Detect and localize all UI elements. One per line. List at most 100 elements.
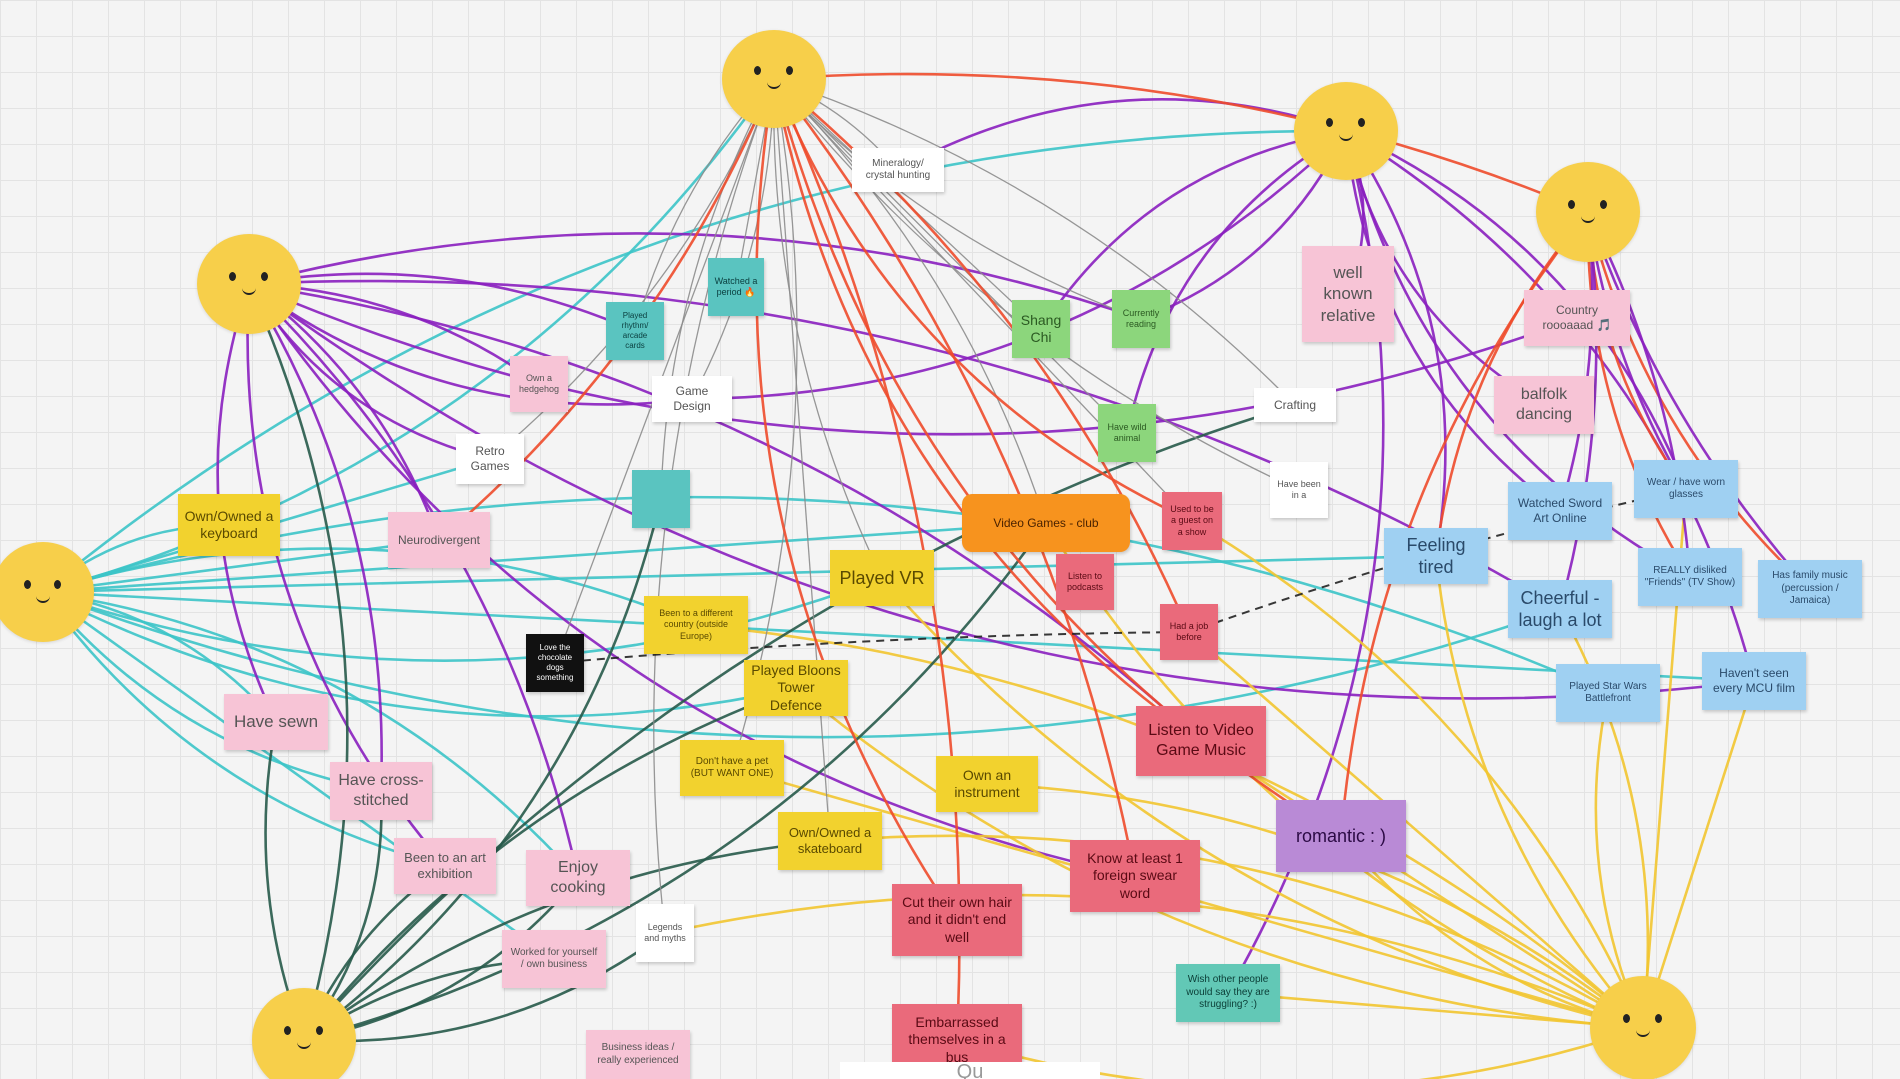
note-retro-games[interactable]: Retro Games (456, 434, 524, 484)
note-watched-sword-art[interactable]: Watched Sword Art Online (1508, 482, 1612, 540)
connector-line (773, 78, 1300, 491)
note-dont-have-pet[interactable]: Don't have a pet (BUT WANT ONE) (680, 740, 784, 796)
note-enjoy-cooking[interactable]: Enjoy cooking (526, 850, 630, 906)
note-swear-word[interactable]: Know at least 1 foreign swear word (1070, 840, 1200, 912)
eye-icon (24, 580, 31, 589)
note-listen-vgm[interactable]: Listen to Video Game Music (1136, 706, 1266, 776)
note-played-rhythm[interactable]: Played rhythm/ arcade cards (606, 302, 664, 360)
connector-line (773, 78, 1128, 434)
face-bottom-left[interactable] (252, 988, 356, 1079)
note-balfolk[interactable]: balfolk dancing (1494, 376, 1594, 434)
note-feeling-tired[interactable]: Feeling tired (1384, 528, 1488, 584)
smile-icon (36, 594, 50, 603)
face-upper-left[interactable] (197, 234, 301, 334)
connector-line (42, 547, 697, 627)
note-friends[interactable]: REALLY disliked "Friends" (TV Show) (1638, 548, 1742, 606)
note-romantic[interactable]: romantic : ) (1276, 800, 1406, 872)
face-left[interactable] (0, 542, 94, 642)
note-played-vr[interactable]: Played VR (830, 550, 934, 606)
note-country-roooaaad[interactable]: Country roooaaad 🎵 (1524, 290, 1630, 346)
note-cheerful[interactable]: Cheerful - laugh a lot (1508, 580, 1612, 638)
eye-icon (754, 66, 761, 75)
note-game-design[interactable]: Game Design (652, 376, 732, 422)
note-own-skateboard[interactable]: Own/Owned a skateboard (778, 812, 882, 870)
eye-icon (1358, 118, 1365, 127)
connector-line (42, 554, 1437, 594)
eye-icon (1600, 200, 1607, 209)
connector-line (247, 283, 349, 1041)
face-far-right[interactable] (1536, 162, 1640, 262)
eye-icon (786, 66, 793, 75)
note-been-to-country[interactable]: Been to a different country (outside Eur… (644, 596, 748, 654)
note-used-to-tv-show[interactable]: Used to be a guest on a show (1162, 492, 1222, 550)
note-played-star-wars[interactable]: Played Star Wars Battlefront (1556, 664, 1660, 722)
note-own-instrument[interactable]: Own an instrument (936, 756, 1038, 812)
connector-line (42, 590, 555, 961)
connector-line (773, 78, 1042, 330)
connector-line (1227, 991, 1644, 1030)
connector-line (248, 272, 636, 333)
note-had-a-job-before[interactable]: Had a job before (1160, 604, 1218, 660)
note-neurodivergent[interactable]: Neurodivergent (388, 512, 490, 568)
connector-line (773, 78, 1142, 320)
note-been-to-art-exhibition[interactable]: Been to an art exhibition (394, 838, 496, 894)
note-have-sewn[interactable]: Have sewn (224, 694, 328, 750)
connector-line (897, 98, 1347, 172)
note-well-known-relative[interactable]: well known relative (1302, 246, 1394, 342)
eye-icon (54, 580, 61, 589)
eye-icon (284, 1026, 291, 1035)
smile-icon (1339, 132, 1353, 141)
note-black-note[interactable]: Love the chocolate dogs something (526, 634, 584, 692)
note-have-wild-animal[interactable]: Have wild animal (1098, 404, 1156, 462)
note-have-been-in-a[interactable]: Have been in a (1270, 462, 1328, 518)
note-legends[interactable]: Legends and myths (636, 904, 694, 962)
eye-icon (229, 272, 236, 281)
face-top-center[interactable] (722, 30, 826, 128)
eye-icon (1655, 1014, 1662, 1023)
note-shares-trip[interactable]: Has family music (percussion / Jamaica) (1758, 560, 1862, 618)
connector-line (773, 78, 1047, 524)
connector-line (1039, 129, 1347, 330)
note-have-cross-stitched[interactable]: Have cross-stitched (330, 762, 432, 820)
note-listen-podcasts[interactable]: Listen to podcasts (1056, 554, 1114, 610)
note-currently-reading[interactable]: Currently reading (1112, 290, 1170, 348)
note-teal-square[interactable] (632, 470, 690, 528)
face-top-right[interactable] (1294, 82, 1398, 180)
note-worked-business[interactable]: Worked for yourself / own business (502, 930, 606, 988)
connector-line (1344, 130, 1447, 557)
eye-icon (1326, 118, 1333, 127)
note-shang-chi[interactable]: Shang Chi (1012, 300, 1070, 358)
smile-icon (767, 80, 781, 89)
connector-line (303, 931, 666, 1043)
face-bottom-right[interactable] (1590, 976, 1696, 1079)
smile-icon (242, 286, 256, 295)
smile-icon (1636, 1028, 1650, 1037)
note-watched-period[interactable]: Watched a period 🔥 (708, 258, 764, 316)
eye-icon (316, 1026, 323, 1035)
note-own-hedgehog[interactable]: Own a hedgehog (510, 356, 568, 412)
connector-line (691, 130, 1347, 401)
note-mineralogy[interactable]: Mineralogy/ crystal hunting (852, 148, 944, 192)
note-owns-keyboard[interactable]: Own/Owned a keyboard (178, 494, 280, 556)
note-video-games-club[interactable]: Video Games - club (962, 494, 1130, 552)
note-struggling[interactable]: Wish other people would say they are str… (1176, 964, 1280, 1022)
note-business-ideas[interactable]: Business ideas / really experienced (586, 1030, 690, 1079)
connector-line (1345, 129, 1688, 490)
note-crafting[interactable]: Crafting (1254, 388, 1336, 422)
eye-icon (1623, 1014, 1630, 1023)
connector-line (691, 78, 775, 400)
eye-icon (1568, 200, 1575, 209)
connector-line (248, 232, 1142, 321)
connector-line (773, 78, 831, 842)
connector-line (1586, 211, 1811, 590)
note-cut-hair[interactable]: Cut their own hair and it didn't end wel… (892, 884, 1022, 956)
smile-icon (297, 1040, 311, 1049)
note-wear-glasses[interactable]: Wear / have worn glasses (1634, 460, 1738, 518)
eye-icon (261, 272, 268, 281)
note-played-bloons[interactable]: Played Bloons Tower Defence (744, 660, 848, 716)
connector-line (42, 576, 883, 662)
note-havent-seen-mcu[interactable]: Haven't seen every MCU film (1702, 652, 1806, 710)
connector-line (664, 893, 1644, 1030)
connector-line (755, 78, 959, 921)
